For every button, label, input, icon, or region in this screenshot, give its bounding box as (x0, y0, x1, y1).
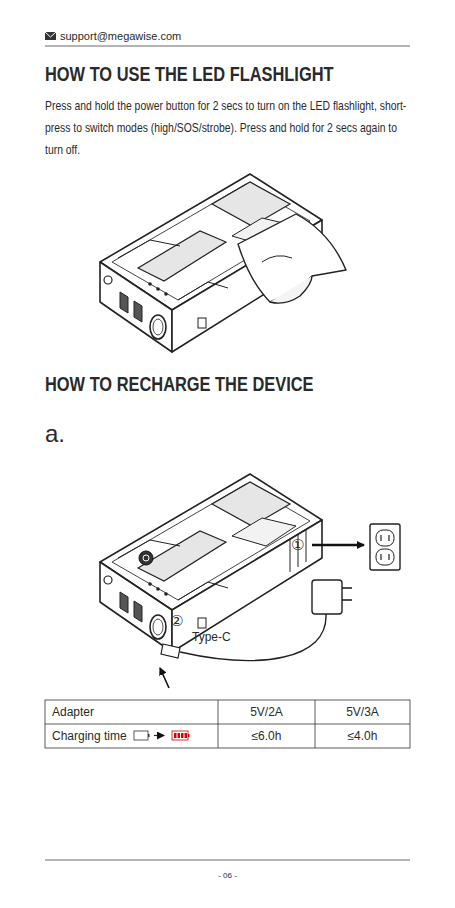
table-grid (315, 700, 316, 748)
cable (180, 614, 326, 660)
callout-number: ① (291, 536, 304, 554)
table-cell: ≤4.0h (315, 729, 410, 743)
battery-icons (188, 734, 190, 737)
callout-number: ② (170, 612, 183, 630)
wall-outlet (388, 535, 389, 541)
battery-icons (178, 733, 181, 738)
hand (270, 276, 312, 303)
step-letter: a. (45, 420, 65, 449)
battery-icons (174, 733, 177, 738)
charging-illustration (100, 474, 400, 688)
table-cell: ≤6.0h (218, 729, 315, 743)
wall-outlet (380, 554, 381, 560)
battery-icons (134, 731, 190, 740)
wall-outlet (380, 535, 381, 541)
charging-illustration (100, 474, 322, 652)
battery-icons (185, 733, 188, 738)
battery-icons (134, 731, 148, 740)
wall-outlet (376, 530, 394, 546)
rule-line (45, 860, 410, 861)
instruction-text: Press and hold the power button for 2 se… (45, 95, 417, 161)
wall-outlet (370, 524, 400, 570)
section-heading: HOW TO USE THE LED FLASHLIGHT (45, 62, 334, 86)
insert-arrow (160, 668, 169, 688)
adapter (342, 599, 352, 601)
rule-line (45, 46, 410, 47)
table-cell: 5V/3A (315, 705, 410, 719)
battery-icons (148, 734, 150, 737)
adapter (342, 587, 352, 589)
table-grid (45, 700, 410, 748)
power-button (143, 555, 149, 561)
battery-icons (154, 735, 164, 736)
email-icon (45, 32, 56, 40)
wall-outlet (370, 524, 400, 570)
email-icon (45, 32, 56, 40)
connector-label: Type-C (192, 630, 231, 644)
email-icon (45, 32, 56, 37)
section-heading: HOW TO RECHARGE THE DEVICE (45, 372, 313, 396)
type-c-plug (161, 644, 180, 658)
battery-icons (172, 731, 188, 740)
adapter (312, 580, 352, 614)
table-cell: Charging time (52, 729, 127, 743)
table-cell: 5V/2A (218, 705, 315, 719)
page-number: - 06 - (45, 871, 410, 881)
plug-in-arrow (312, 544, 364, 547)
wall-outlet (376, 549, 394, 565)
email-address: support@megawise.com (60, 30, 181, 43)
cloth-fold (262, 256, 292, 262)
device-illustration (100, 174, 346, 352)
table-grid (45, 724, 410, 725)
wall-outlet (388, 554, 389, 560)
power-button (139, 551, 153, 565)
table-grid (45, 700, 410, 748)
adapter (312, 580, 342, 614)
battery-icons (181, 733, 184, 738)
table-cell: Adapter (52, 705, 94, 719)
table-grid (218, 700, 219, 748)
